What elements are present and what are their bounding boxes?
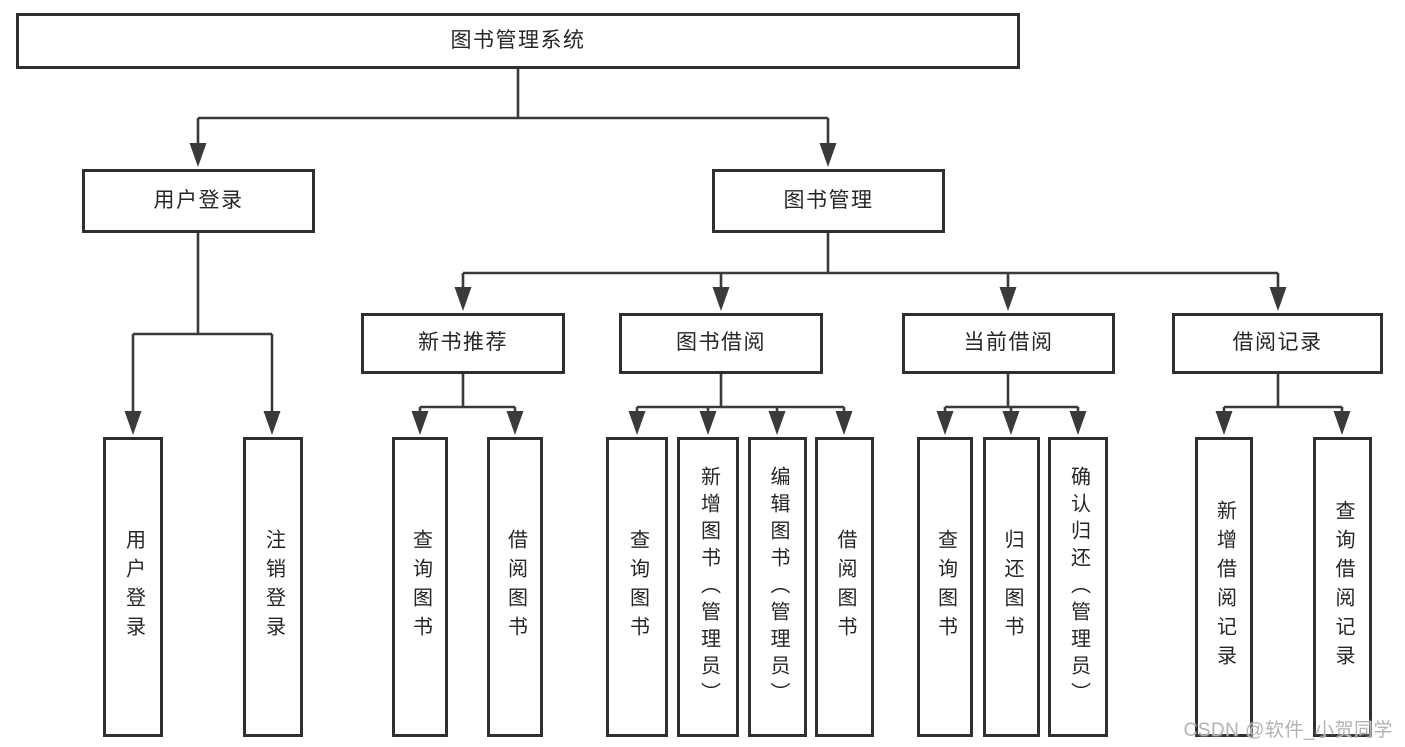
node-cb-return-books: 归还图书 [983,437,1040,737]
connector-stems [131,69,1344,413]
node-bb-query-books: 查询图书 [606,437,668,737]
node-br-add-record: 新增借阅记录 [1195,437,1253,737]
node-logout: 注销登录 [243,437,303,737]
node-nbr-query-books: 查询图书 [392,437,448,737]
node-login: 用户登录 [103,437,163,737]
node-book-management: 图书管理 [712,169,945,233]
node-cb-query-books: 查询图书 [917,437,973,737]
node-book-borrowing: 图书借阅 [619,313,823,374]
node-br-query-record: 查询借阅记录 [1313,437,1372,737]
node-bb-add-books-admin: 新增图书（管理员） [677,437,739,737]
node-borrowing-records: 借阅记录 [1172,313,1383,374]
node-library-management-system: 图书管理系统 [16,13,1020,69]
node-current-borrowing: 当前借阅 [902,313,1115,374]
node-nbr-borrow-books: 借阅图书 [487,437,543,737]
node-bb-edit-books-admin: 编辑图书（管理员） [748,437,807,737]
node-bb-borrow-books: 借阅图书 [815,437,874,737]
node-user-login: 用户登录 [82,169,315,233]
csdn-watermark: CSDN @软件_小贺同学 [1183,720,1393,741]
node-cb-confirm-return-admin: 确认归还（管理员） [1048,437,1108,737]
node-new-book-recommendation: 新书推荐 [361,313,565,374]
